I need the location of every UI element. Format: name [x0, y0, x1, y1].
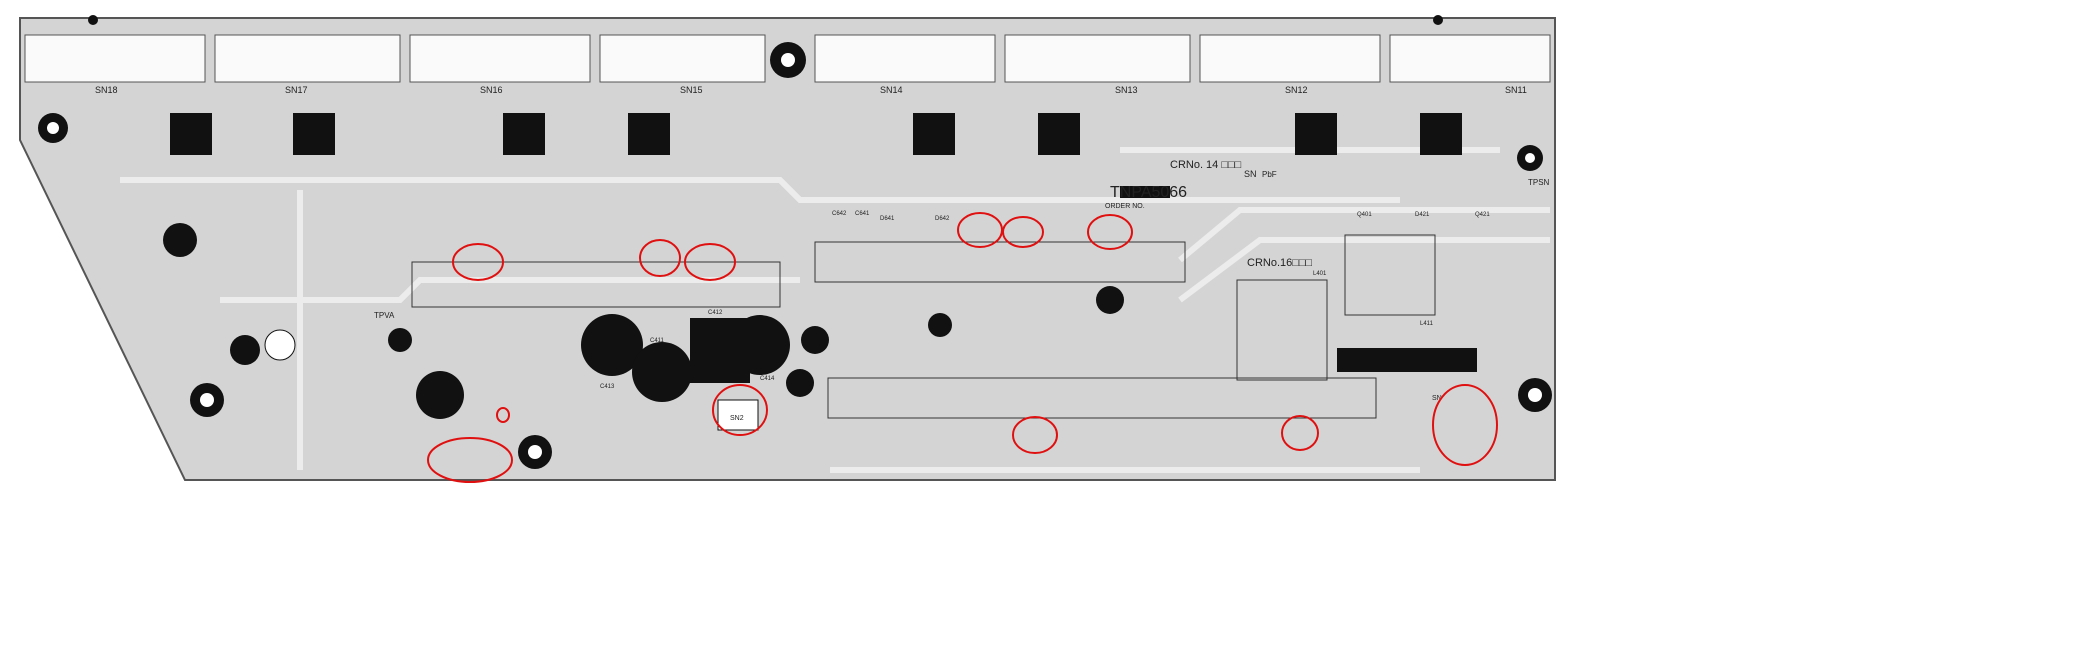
highlight-circle — [452, 243, 504, 281]
corner-hole — [1433, 15, 1443, 25]
crno-bottom: CRNo.16□□□ — [1247, 257, 1313, 269]
order-label: ORDER NO. — [1105, 203, 1145, 210]
capacitor-c413 — [581, 314, 643, 376]
capacitor-c411 — [632, 342, 692, 402]
connector-label: SN11 — [1505, 85, 1527, 95]
board-outline — [19, 17, 1556, 481]
connector-label: SN17 — [285, 85, 308, 95]
ic-chip — [170, 113, 212, 155]
capacitor-c412 — [690, 318, 750, 383]
connector-sn16 — [409, 34, 591, 83]
connector-label: SN15 — [680, 85, 703, 95]
ic-chip — [628, 113, 670, 155]
connector-sn13 — [1004, 34, 1191, 83]
inductor-l411-outline — [1344, 234, 1436, 316]
crno-top: CRNo. 14 □□□ — [1170, 159, 1242, 171]
capacitor — [786, 369, 814, 397]
label-sn: SN — [1432, 395, 1442, 402]
highlight-circle — [712, 384, 768, 436]
label-d421: D421 — [1415, 212, 1430, 218]
highlight-circle — [684, 243, 736, 281]
traces — [120, 147, 1550, 473]
highlight-circle — [1087, 214, 1133, 250]
capacitor — [801, 326, 829, 354]
label-sn2: SN2 — [730, 415, 744, 422]
capacitors — [163, 223, 1124, 431]
connector-sn14 — [814, 34, 996, 83]
connector-label: SN14 — [880, 85, 903, 95]
capacitor — [416, 371, 464, 419]
connector-sn17 — [214, 34, 401, 83]
label-c414: C414 — [760, 376, 775, 382]
capacitor — [1096, 286, 1124, 314]
heatsink-outline — [827, 377, 1377, 419]
part-number: TNPA5066 — [1110, 184, 1187, 201]
ic-chip — [293, 113, 335, 155]
label-c412: C412 — [708, 310, 723, 316]
highlight-circle — [1002, 216, 1044, 248]
connector-sn15 — [599, 34, 766, 83]
connector-label: SN18 — [95, 85, 118, 95]
sn2-block — [717, 399, 759, 431]
highlight-circle — [1012, 416, 1058, 454]
ic-chip — [503, 113, 545, 155]
highlight-circles — [427, 212, 1498, 483]
capacitor — [928, 313, 952, 337]
label-c411: C411 — [650, 338, 665, 344]
label-c413: C413 — [600, 384, 615, 390]
label-tpsn: TPSN — [1528, 178, 1550, 187]
ic-chip — [1295, 113, 1337, 155]
ic-chip — [913, 113, 955, 155]
connector-label: SN13 — [1115, 85, 1138, 95]
label-d641: D641 — [880, 216, 895, 222]
corner-hole — [88, 15, 98, 25]
label-c642: C642 — [832, 211, 847, 217]
connector-label: SN12 — [1285, 85, 1308, 95]
highlight-circle — [496, 407, 510, 423]
capacitor — [163, 223, 197, 257]
connector-sn11 — [1389, 34, 1551, 83]
highlight-circle — [639, 239, 681, 277]
capacitor — [230, 335, 260, 365]
connector-sn12 — [1199, 34, 1381, 83]
highlight-circle — [957, 212, 1003, 248]
black-block — [1120, 186, 1170, 198]
heatsink-outline — [814, 241, 1186, 283]
highlight-circle — [427, 437, 513, 483]
black-block — [1337, 348, 1477, 372]
mounting-holes — [38, 42, 1552, 469]
ic-chips — [170, 113, 1462, 155]
inductor-l401-outline — [1236, 279, 1328, 381]
heatsink-outline — [411, 261, 781, 308]
label-q401: Q401 — [1357, 212, 1372, 218]
connectors — [24, 34, 1551, 83]
ic-chip — [1420, 113, 1462, 155]
label-tpva: TPVA — [374, 311, 395, 320]
connector-sn18 — [24, 34, 206, 83]
pbf-mark: PbF — [1262, 170, 1277, 179]
highlight-circle — [1281, 415, 1319, 451]
ic-chip — [1038, 113, 1080, 155]
sn-mark: SN — [1244, 169, 1257, 179]
highlight-circle — [1432, 384, 1498, 466]
label-q421: Q421 — [1475, 212, 1490, 218]
connector-label: SN16 — [480, 85, 503, 95]
capacitor — [388, 328, 412, 352]
label-c641: C641 — [855, 211, 870, 217]
label-l411: L411 — [1420, 321, 1434, 327]
label-l401: L401 — [1313, 271, 1327, 277]
label-d642: D642 — [935, 216, 950, 222]
